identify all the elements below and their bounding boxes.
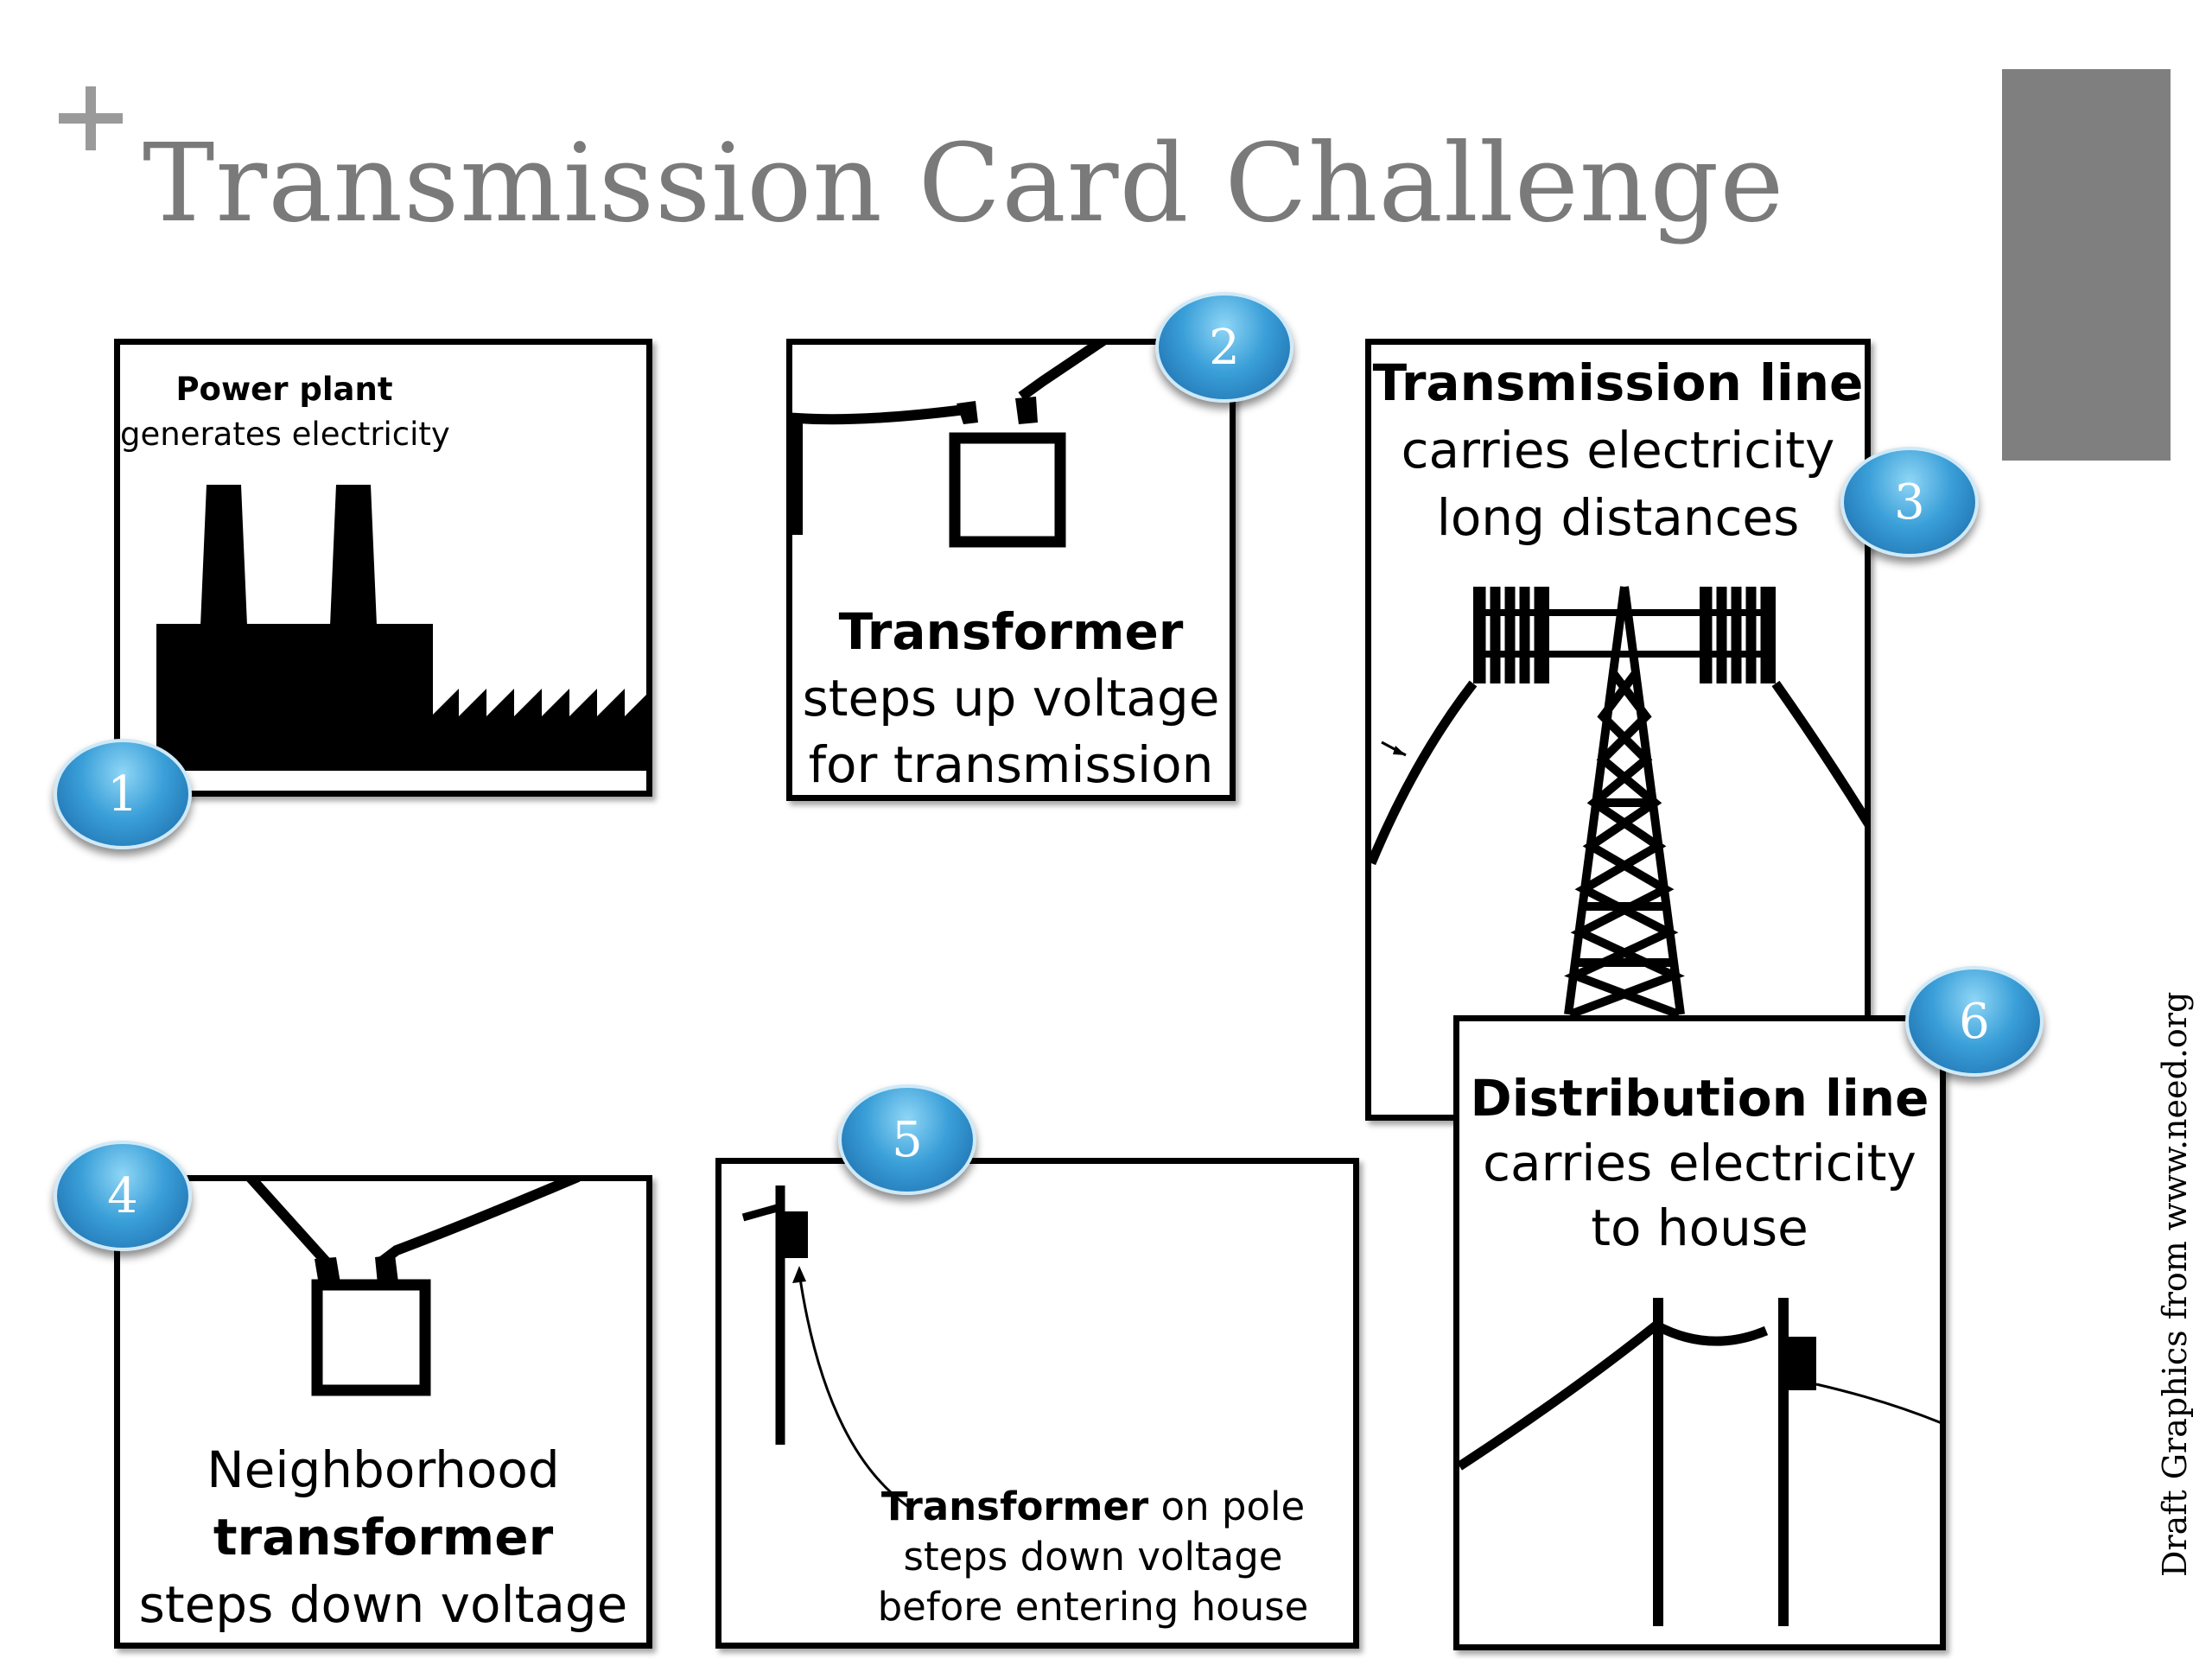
card-3-caption-line1: carries electricity	[1401, 421, 1835, 480]
power-plant-icon	[156, 485, 646, 771]
neighborhood-transformer-icon	[246, 1181, 581, 1396]
card-3-heading: Transmission line	[1372, 353, 1864, 412]
gray-accent-bar	[2002, 69, 2171, 461]
slide-plus-icon	[59, 86, 123, 150]
card-1-heading: Power plant	[175, 371, 393, 408]
badge-number-3: 3	[1840, 447, 1979, 557]
card-1-caption: generates electricity	[120, 416, 450, 453]
transmission-tower-icon	[1371, 586, 1865, 1019]
card-power-plant: Power plant generates electricity	[114, 339, 652, 797]
card-4-line1: Neighborhood	[207, 1440, 560, 1499]
card-distribution-line: Distribution line carries electricity to…	[1453, 1015, 1946, 1650]
card-neighborhood-transformer: Neighborhood transformer steps down volt…	[114, 1175, 652, 1649]
badge-number-6: 6	[1905, 966, 2044, 1077]
card-transformer-step-up: Transformer steps up voltage for transmi…	[786, 339, 1236, 801]
card-5-heading-line: Transformer on pole	[877, 1484, 1309, 1529]
badge-number-4: 4	[54, 1141, 192, 1251]
pole-transformer-icon	[741, 1185, 911, 1510]
card-6-caption-line2: to house	[1591, 1198, 1808, 1257]
card-4-line3: steps down voltage	[138, 1575, 628, 1634]
card-2-caption-line2: for transmission	[808, 735, 1214, 794]
card-pole-transformer: Transformer on pole steps down voltage b…	[715, 1158, 1359, 1649]
badge-number-5: 5	[838, 1084, 976, 1195]
transformer-icon	[792, 345, 1107, 548]
distribution-pole-icon	[1459, 1298, 1940, 1626]
card-4-heading: transformer	[213, 1508, 554, 1567]
card-3-caption-line2: long distances	[1436, 488, 1800, 547]
card-5-heading: Transformer	[880, 1484, 1149, 1529]
graphics-credit: Draft Graphics from www.need.org	[2156, 991, 2194, 1577]
card-2-caption-line1: steps up voltage	[802, 669, 1220, 728]
card-5-caption-line2: before entering house	[877, 1584, 1309, 1630]
card-5-heading-suffix: on pole	[1148, 1484, 1306, 1529]
badge-number-1: 1	[54, 739, 192, 849]
card-6-caption-line1: carries electricity	[1483, 1134, 1916, 1192]
slide-title: Transmission Card Challenge	[143, 121, 1785, 246]
badge-number-2: 2	[1155, 292, 1294, 403]
card-6-heading: Distribution line	[1470, 1069, 1929, 1128]
card-2-heading: Transformer	[838, 602, 1184, 661]
card-5-caption-line1: steps down voltage	[903, 1534, 1283, 1580]
card-transmission-line: Transmission line carries electricity lo…	[1365, 339, 1871, 1121]
